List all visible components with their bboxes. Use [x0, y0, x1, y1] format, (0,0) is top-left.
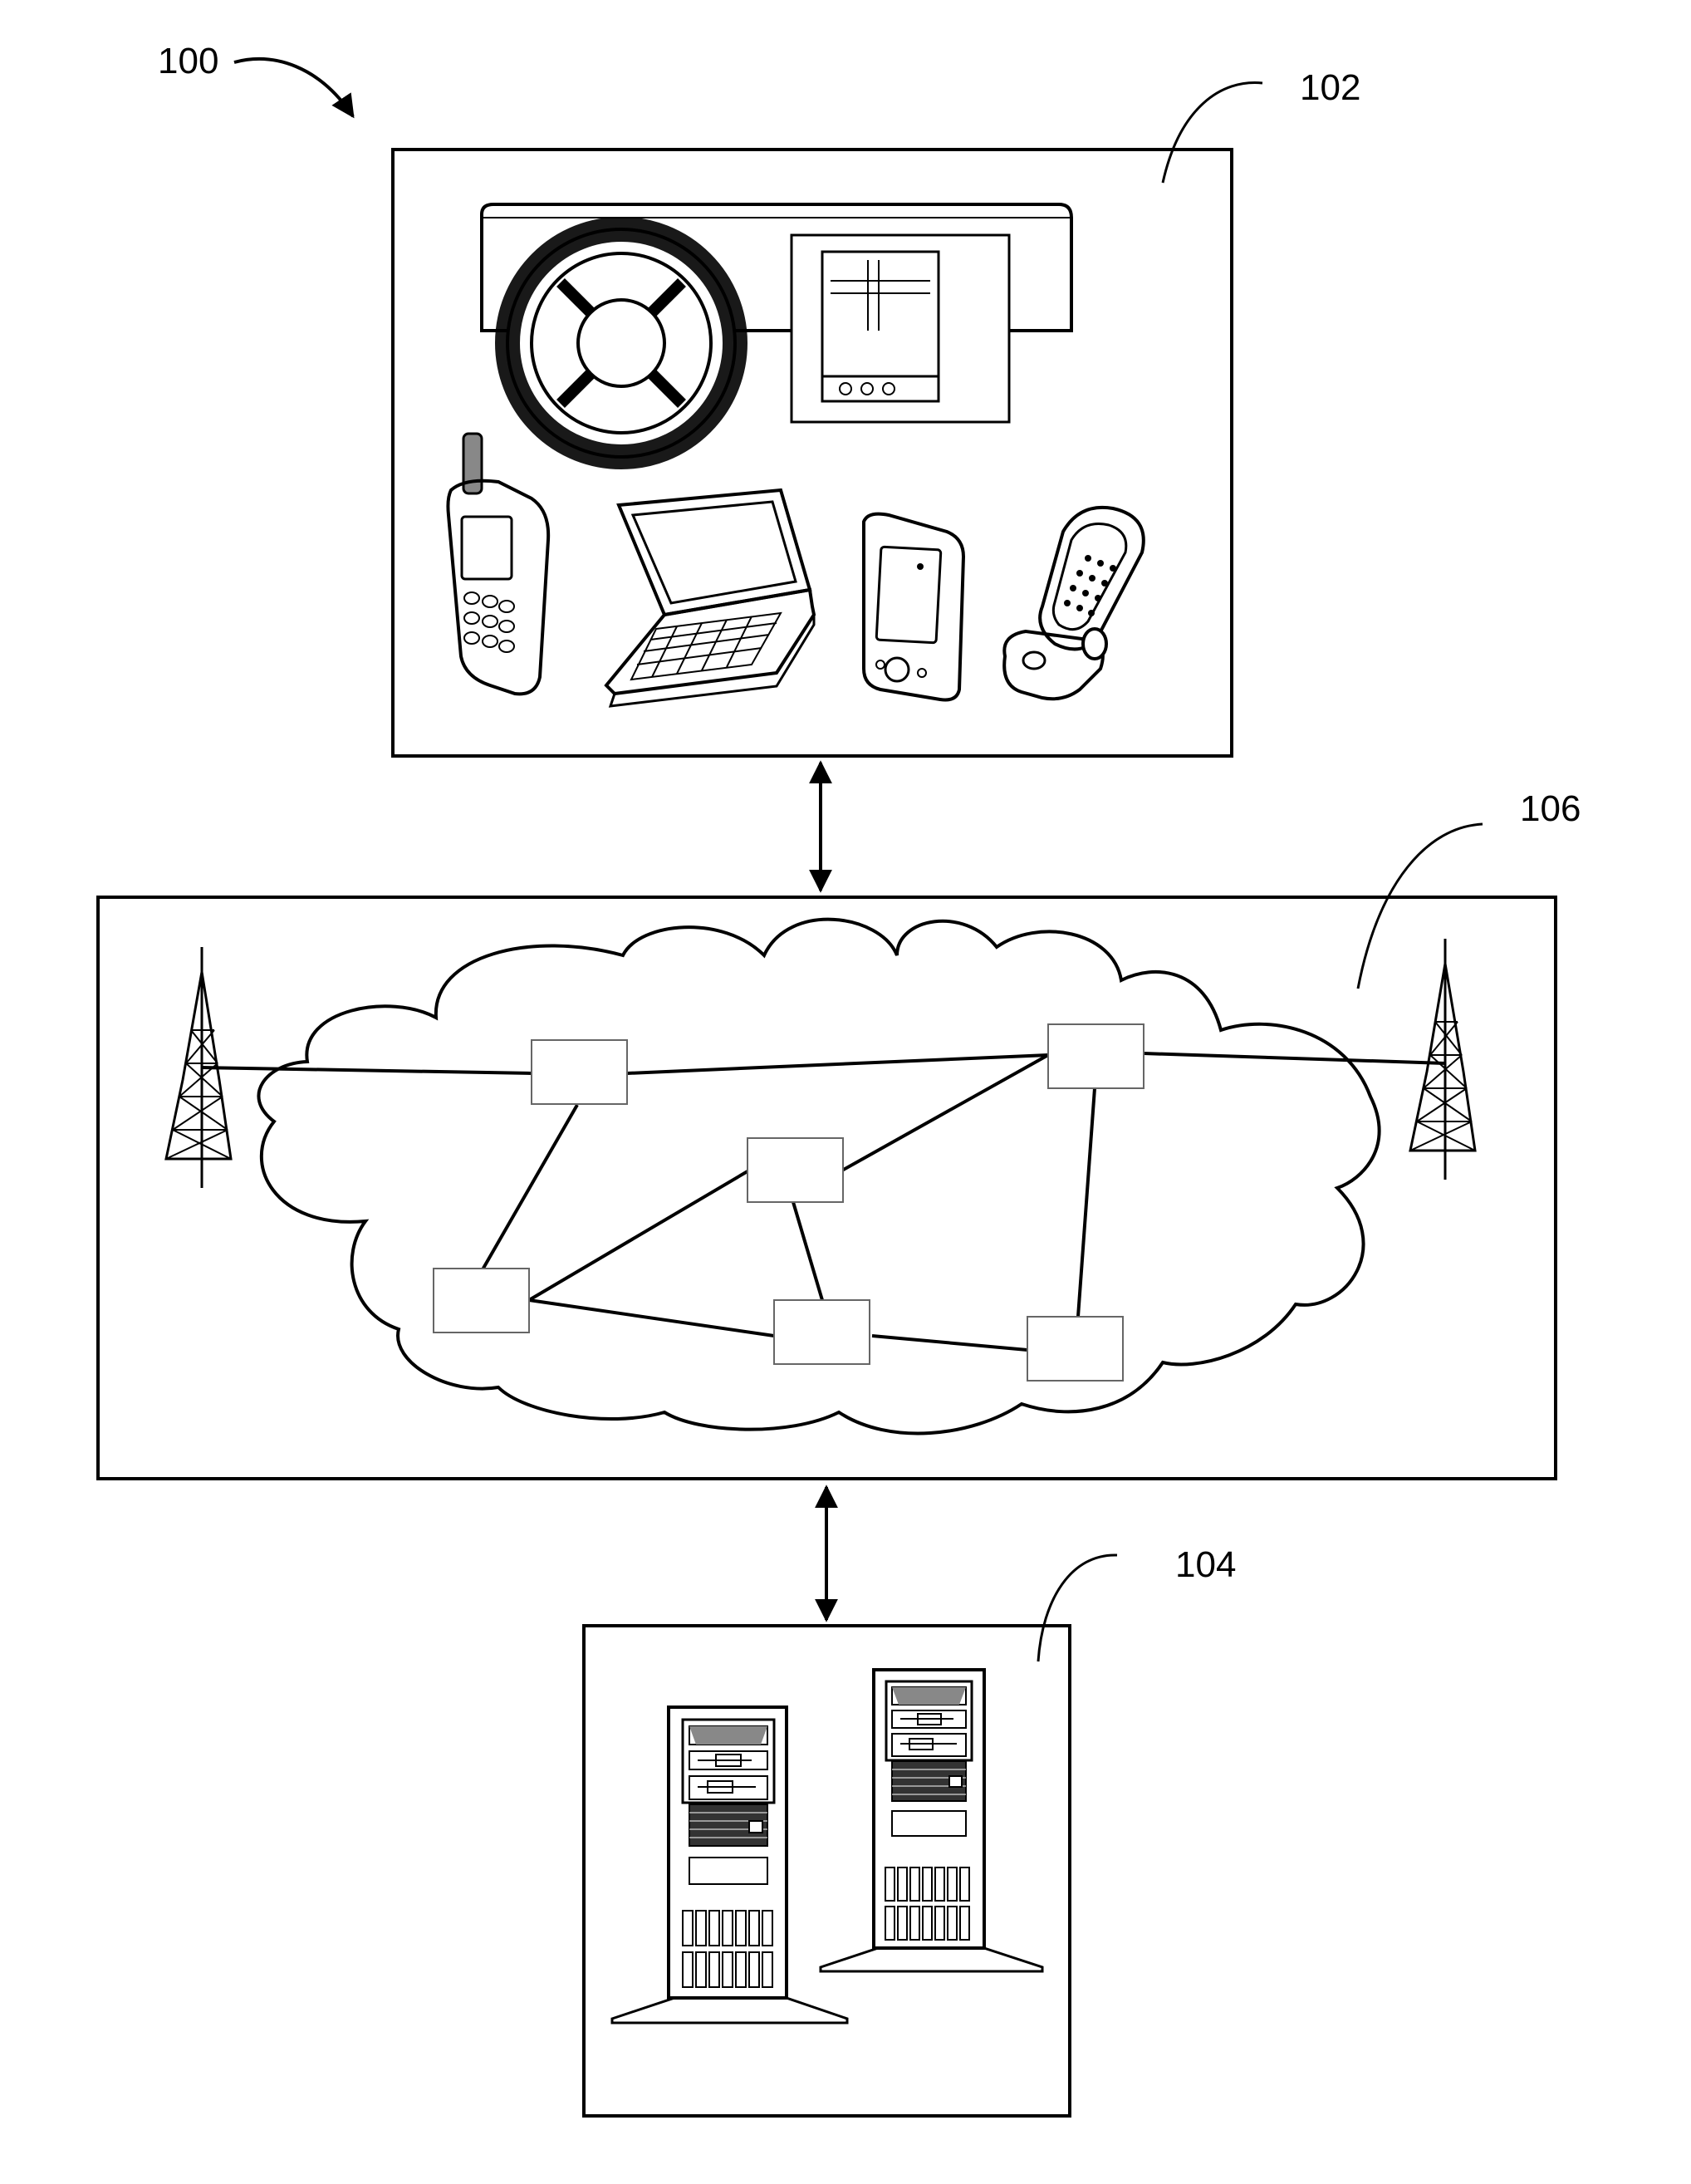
network-node-3 — [747, 1138, 843, 1202]
network-ref-number: 106 — [1520, 788, 1581, 829]
servers-frame — [584, 1626, 1070, 2116]
servers-ref-number: 104 — [1175, 1544, 1236, 1585]
system-pointer-arrow — [234, 59, 353, 116]
network-node-4 — [434, 1269, 529, 1332]
network-node-6 — [1027, 1317, 1123, 1381]
network-node-2 — [1048, 1024, 1144, 1088]
servers-group: 104 — [584, 1544, 1236, 2116]
client-devices-group: 102 — [393, 67, 1360, 756]
network-node-1 — [532, 1040, 627, 1104]
infotainment-screen-icon — [792, 235, 1009, 422]
network-group: 106 — [98, 788, 1581, 1479]
system-reference: 100 — [158, 41, 353, 116]
steering-wheel-icon — [507, 229, 735, 457]
network-node-5 — [774, 1300, 870, 1364]
client-devices-ref-number: 102 — [1300, 67, 1360, 108]
system-ref-number: 100 — [158, 41, 218, 81]
